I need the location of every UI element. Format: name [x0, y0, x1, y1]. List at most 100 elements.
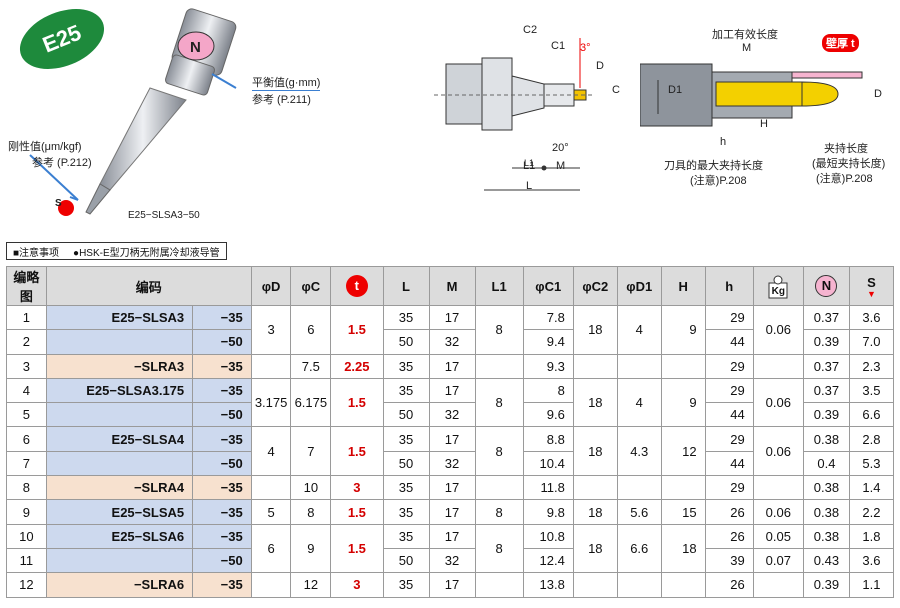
product-code: −SLRA4 [45, 475, 194, 501]
m-cell: 32 [428, 402, 476, 428]
clamp-drawing [640, 63, 863, 127]
m-cell: 32 [428, 450, 476, 477]
phi-c-cell: 7 [290, 426, 332, 477]
phi-d-cell [250, 353, 292, 379]
h-cell: 29 [704, 475, 754, 501]
col-phi-d: φD [250, 266, 292, 306]
kg-cell: 0.06 [752, 426, 804, 477]
col-phi-c: φC [290, 266, 332, 306]
balance-icon: N [815, 275, 838, 297]
m-cell: 17 [428, 475, 476, 501]
notes-title: ■注意事项 [13, 247, 60, 259]
kg-label: Kg [771, 286, 785, 297]
length-suffix: −35 [192, 475, 252, 501]
length-suffix: −35 [192, 304, 252, 331]
l1-cell: 8 [474, 377, 524, 428]
phi-d-cell: 3 [250, 305, 292, 355]
s-cell: 2.3 [848, 353, 895, 379]
kg-cell [752, 475, 804, 501]
c-label: C [612, 84, 620, 96]
length-suffix: −50 [192, 402, 252, 428]
s-cell: 5.3 [848, 450, 895, 477]
n-cell: 0.37 [802, 304, 850, 331]
effective-length-label: 加工有效长度 [712, 29, 778, 41]
h-upper-cell: 15 [660, 499, 706, 525]
length-suffix: −50 [192, 329, 252, 355]
m2-label: M [742, 42, 752, 54]
c2-label: C2 [523, 24, 538, 36]
l-cell: 50 [382, 402, 430, 428]
notes-bar: ■注意事项 ●HSK-E型刀柄无附属冷却液导管 [6, 242, 227, 260]
down-arrow-icon: ▼ [867, 288, 876, 299]
t-cell: 1.5 [330, 523, 384, 574]
row-number: 6 [6, 426, 47, 452]
l-dim: L [526, 180, 533, 192]
phi-c-cell: 6 [290, 305, 332, 355]
n-cell: 0.39 [802, 329, 850, 355]
phi-d-cell: 6 [250, 523, 292, 574]
phi-c2-cell: 18 [572, 523, 618, 574]
m-cell: 17 [428, 499, 476, 525]
m-cell: 32 [428, 329, 476, 355]
spec-table: 编略图 编码 φD φC t L M L1 φC1 φC2 φD1 H h Kg… [6, 266, 895, 598]
phi-c1-cell: 13.8 [522, 572, 574, 598]
s-cell: 3.6 [848, 547, 895, 574]
m-cell: 17 [428, 572, 476, 598]
s-cell: 2.2 [848, 499, 895, 525]
h-upper-cell: 12 [660, 426, 706, 477]
angle20-label: 20° [552, 142, 569, 154]
phi-c1-cell: 9.8 [522, 499, 574, 525]
l-cell: 35 [382, 353, 430, 379]
h-cell: 26 [704, 523, 754, 549]
col-phi-d1: φD1 [616, 266, 662, 306]
col-phi-c2: φC2 [572, 266, 618, 306]
phi-d1-cell: 4.3 [616, 426, 662, 477]
h-cell: 29 [704, 426, 754, 452]
row-number: 3 [6, 353, 47, 379]
h-upper-label: H [760, 118, 768, 130]
l-cell: 35 [382, 572, 430, 598]
t-cell: 1.5 [330, 377, 384, 428]
n-cell: 0.39 [802, 572, 850, 598]
h-upper-cell: 9 [660, 377, 706, 428]
phi-c2-cell: 18 [572, 499, 618, 525]
m-cell: 17 [428, 377, 476, 404]
tool-holder-image: N S [29, 8, 237, 216]
model-caption: E25−SLSA3−50 [128, 210, 200, 221]
row-number: 12 [6, 572, 47, 598]
phi-d1-cell: 5.6 [616, 499, 662, 525]
s-cell: 3.5 [848, 377, 895, 404]
h-lower-label: h [720, 136, 727, 148]
row-number: 9 [6, 499, 47, 525]
weight-scale-icon [768, 275, 788, 299]
d2-label: D [874, 88, 882, 100]
product-code [45, 547, 194, 574]
length-suffix: −35 [192, 426, 252, 452]
rigidity-note: 刚性值(μm/kgf) 参考 (P.212) [8, 141, 92, 169]
phi-c-cell: 10 [290, 475, 332, 501]
n-cell: 0.38 [802, 523, 850, 549]
phi-c2-cell [572, 475, 618, 501]
col-phi-c1: φC1 [522, 266, 574, 306]
m-cell: 17 [428, 523, 476, 549]
h-upper-cell: 18 [660, 523, 706, 574]
svg-text:N: N [190, 39, 201, 56]
phi-d-cell: 4 [250, 426, 292, 477]
h-upper-cell [660, 475, 706, 501]
d-label: D [596, 60, 604, 72]
n-cell: 0.37 [802, 377, 850, 404]
clamp-length-label: 夹持长度 [824, 143, 868, 155]
col-l: L [382, 266, 430, 306]
h-cell: 29 [704, 304, 754, 331]
col-no: 编略图 [6, 266, 47, 306]
l1-cell [474, 475, 524, 501]
phi-d1-cell: 4 [616, 305, 662, 355]
l-cell: 35 [382, 377, 430, 404]
col-code: 编码 [45, 266, 252, 306]
